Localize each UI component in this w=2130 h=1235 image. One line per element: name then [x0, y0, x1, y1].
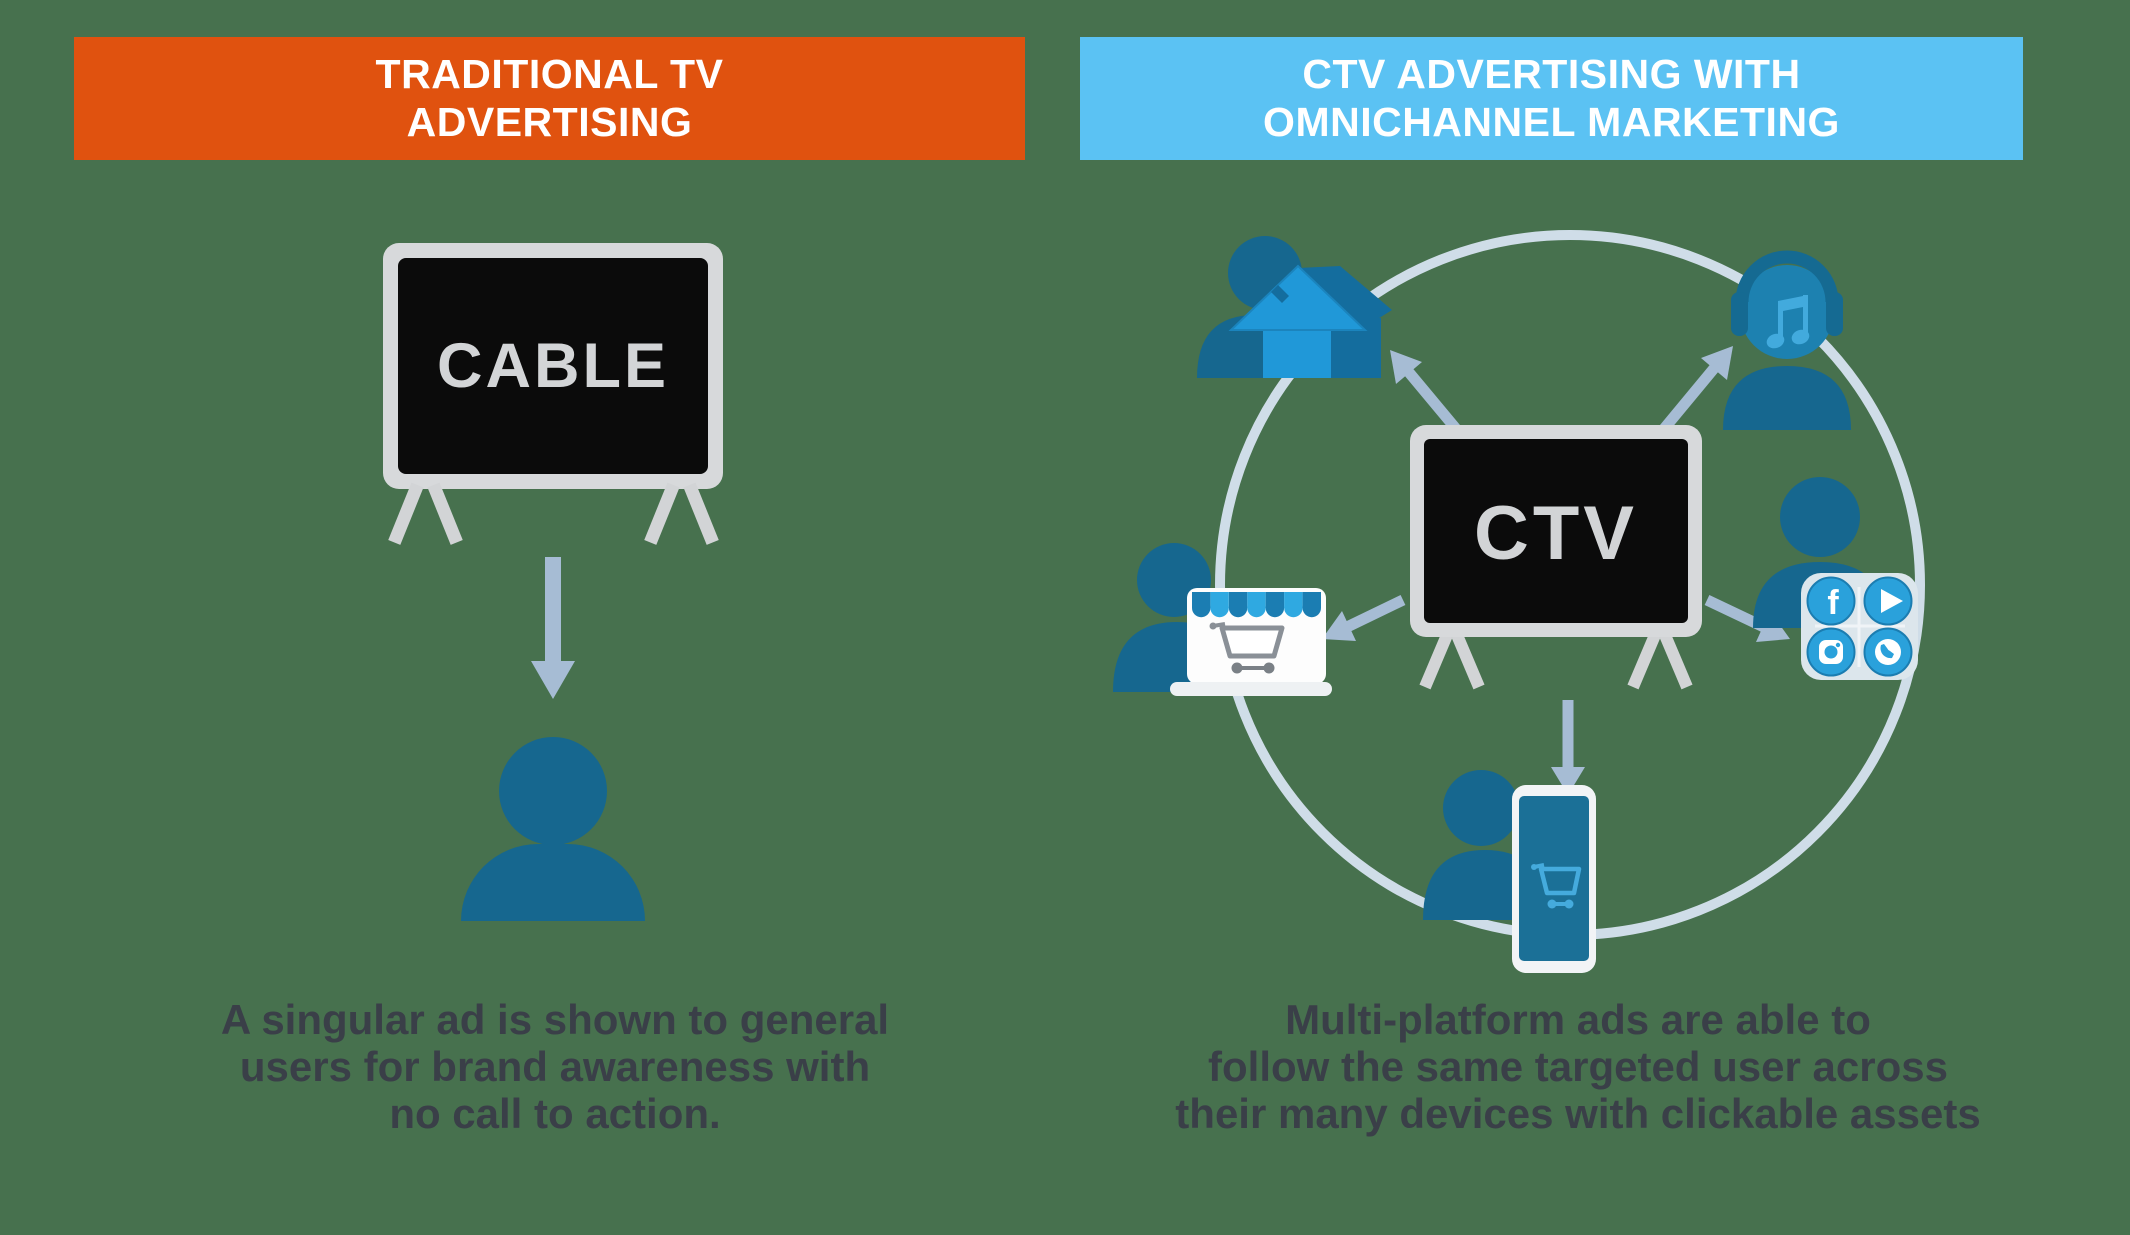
ctv-banner-line1: CTV ADVERTISING WITH: [1302, 50, 1801, 97]
person-headphones-music-icon: [1723, 250, 1851, 430]
play-video-icon: [1881, 589, 1903, 613]
cable-tv-leg: [427, 482, 463, 545]
headphones-band: [1735, 250, 1839, 303]
house-roof-front: [1228, 264, 1368, 331]
traditional-tv-banner: TRADITIONAL TV ADVERTISING: [74, 37, 1025, 160]
ctv-tv-legs: [1419, 632, 1693, 690]
arrow-to-phone-icon: [1551, 700, 1585, 795]
house-roof-notch: [1271, 285, 1289, 303]
phone-cart-icon: [1531, 863, 1582, 909]
house-roof-side: [1298, 266, 1392, 330]
ctv-banner: CTV ADVERTISING WITH OMNICHANNEL MARKETI…: [1080, 37, 2023, 160]
arrow-to-headphones-icon: [1658, 346, 1733, 434]
ctv-banner-line2: OMNICHANNEL MARKETING: [1263, 98, 1840, 145]
cable-tv-leg: [388, 482, 424, 545]
whatsapp-icon: [1875, 639, 1901, 665]
down-arrow-icon: [531, 661, 575, 699]
cable-tv-leg: [683, 482, 719, 545]
music-person-head: [1740, 265, 1834, 359]
headphone-cup-right: [1826, 292, 1843, 336]
music-note-icon: [1766, 295, 1810, 349]
cable-tv-label: CABLE: [437, 331, 669, 401]
laptop-base: [1170, 682, 1332, 696]
ctv-caption-line1: Multi-platform ads are able to: [1285, 996, 1871, 1043]
person-laptop-shop-icon: [1113, 543, 1332, 696]
cable-tv-icon: CABLE: [383, 243, 723, 553]
traditional-banner-line1: TRADITIONAL TV: [375, 50, 724, 97]
facebook-icon: f: [1827, 584, 1839, 622]
traditional-caption-line2: users for brand awareness with: [239, 1043, 871, 1091]
phone-screen: [1519, 796, 1589, 961]
phone-person-head: [1443, 770, 1519, 846]
shop-awning: [1192, 592, 1321, 618]
arrow-to-house-icon: [1390, 350, 1462, 434]
cable-tv-frame: CABLE: [383, 243, 723, 489]
viewer-person-body: [461, 844, 645, 921]
headphone-cup-left: [1731, 292, 1748, 336]
arrow-to-laptop-icon: [1322, 595, 1406, 641]
cable-tv-leg: [644, 482, 680, 545]
ctv-tv-icon: CTV: [1410, 425, 1702, 690]
down-arrow-shaft: [545, 557, 561, 663]
traditional-caption: A singular ad is shown to general users …: [95, 996, 1015, 1137]
ctv-tv-label: CTV: [1474, 491, 1638, 576]
social-person-head: [1780, 477, 1860, 557]
ctv-caption: Multi-platform ads are able to follow th…: [1118, 996, 2038, 1137]
traditional-caption-line1: A singular ad is shown to general: [220, 996, 890, 1043]
viewer-person-icon: [499, 737, 607, 845]
traditional-caption-line3: no call to action.: [389, 1090, 721, 1138]
ctv-caption-line2: follow the same targeted user across: [1208, 1043, 1948, 1091]
person-phone-cart-icon: [1423, 770, 1596, 973]
traditional-banner-line2: ADVERTISING: [406, 98, 693, 145]
cable-tv-screen: CABLE: [398, 258, 708, 474]
omnichannel-diagram: f: [1113, 230, 1925, 973]
instagram-icon: [1819, 640, 1843, 664]
ctv-caption-line3: their many devices with clickable assets: [1175, 1090, 1981, 1138]
person-house-icon: [1197, 236, 1392, 378]
person-social-apps-icon: f: [1753, 477, 1918, 680]
ctv-tv-screen: [1424, 439, 1688, 623]
app-grid-lines: [1815, 587, 1905, 667]
house-front-wall: [1263, 328, 1331, 378]
music-person-body: [1723, 366, 1851, 430]
laptop-cart-icon: [1209, 622, 1285, 674]
